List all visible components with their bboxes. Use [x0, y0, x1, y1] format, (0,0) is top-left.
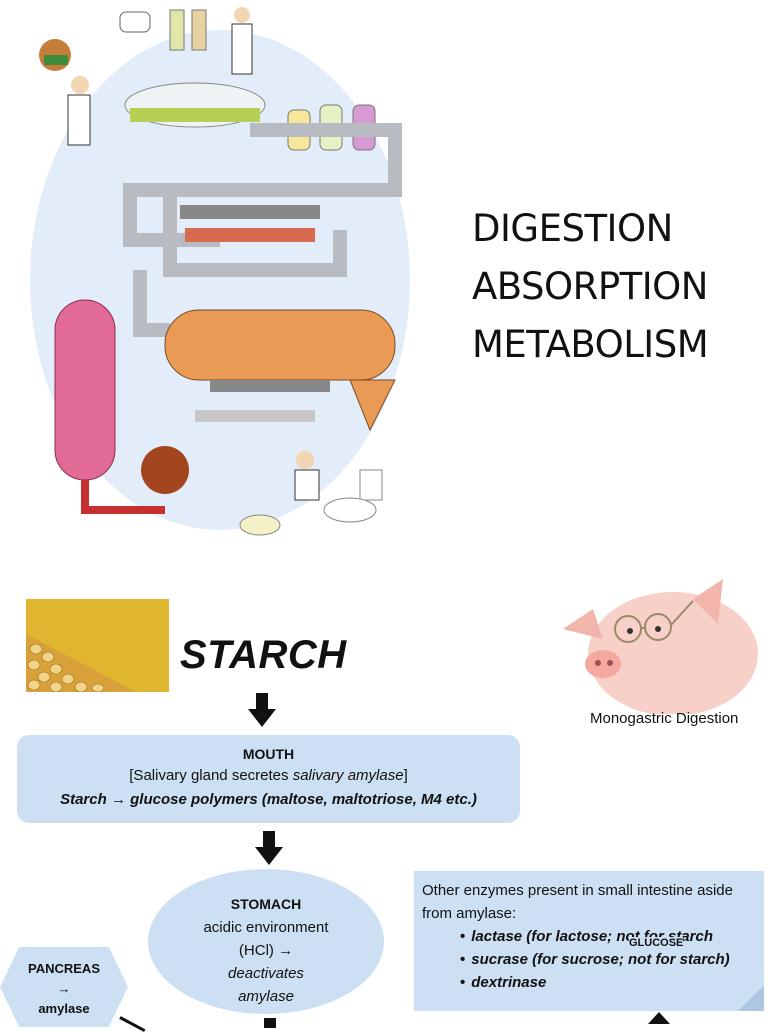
mouth-box: MOUTH [Salivary gland secretes salivary … — [17, 735, 520, 823]
arrow-down-icon — [255, 831, 283, 865]
mouth-description: [Salivary gland secretes salivary amylas… — [17, 764, 520, 788]
page-curl — [738, 985, 764, 1011]
pancreas-hexagon: PANCREAS → amylase — [0, 947, 128, 1027]
starch-heading: STARCH — [180, 633, 347, 677]
enzyme-item: sucrase (for sucrose; not for starch) — [460, 948, 764, 971]
enzyme-note-intro: Other enzymes present in small intestine… — [422, 882, 733, 922]
stomach-line-4: amylase — [238, 988, 294, 1005]
slide-title: DIGESTION ABSORPTION METABOLISM — [472, 200, 762, 374]
stomach-connector — [264, 1018, 276, 1028]
stomach-line-2: (HCl) → — [238, 942, 294, 959]
glucose-tag: GLUCOSE — [629, 937, 684, 949]
arrow-down-icon — [248, 693, 276, 727]
digestion-machine-illustration — [30, 7, 410, 536]
title-line-absorption: ABSORPTION — [472, 265, 709, 308]
mouth-desc-prefix: [Salivary gland secretes — [129, 767, 293, 784]
enzyme-list: lactase (for lactose; not for starch suc… — [422, 925, 764, 994]
stomach-line-3: deactivates — [228, 965, 304, 982]
enzyme-note: Other enzymes present in small intestine… — [414, 871, 764, 1011]
stomach-line-1: acidic environment — [203, 919, 329, 936]
pancreas-title: PANCREAS — [28, 961, 100, 976]
title-line-digestion: DIGESTION — [472, 207, 673, 250]
mouth-desc-suffix: ] — [403, 767, 408, 784]
title-slide: DIGESTION ABSORPTION METABOLISM — [30, 7, 762, 536]
stomach-title: STOMACH — [230, 896, 302, 912]
stomach-oval: STOMACH acidic environment (HCl) → deact… — [148, 869, 384, 1014]
title-line-metabolism: METABOLISM — [472, 323, 709, 366]
enzyme-item: lactase (for lactose; not for starch — [460, 925, 764, 948]
starch-digestion-slide: STARCH Monogastric Digestion MOUTH [Sali… — [0, 575, 768, 1032]
arrow-right-icon: → — [57, 981, 71, 996]
mouth-reaction: Starch → glucose polymers (maltose, malt… — [60, 791, 477, 808]
corn-kernels-image — [26, 599, 169, 692]
pancreas-connector — [119, 1016, 146, 1032]
pig-caption: Monogastric Digestion — [590, 710, 739, 727]
mouth-desc-enzyme: salivary amylase — [292, 767, 404, 784]
pig-with-glasses-image — [563, 579, 758, 714]
mouth-title: MOUTH — [242, 746, 295, 762]
pancreas-enzyme: amylase — [38, 1001, 90, 1016]
arrow-up-icon — [648, 1012, 670, 1024]
enzyme-item: dextrinase — [460, 971, 764, 994]
